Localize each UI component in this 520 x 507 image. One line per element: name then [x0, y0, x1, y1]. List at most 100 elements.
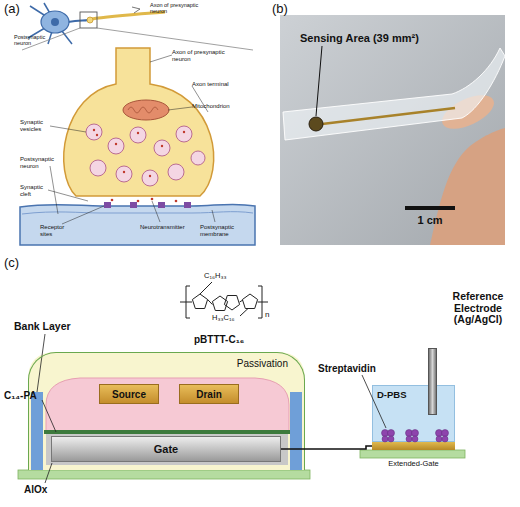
vesicle: [168, 164, 184, 180]
protein-lobe: [412, 430, 419, 437]
protein-lobe: [388, 436, 394, 442]
alox-layer: [46, 434, 288, 465]
vesicle: [130, 127, 146, 143]
extended-gate-pad: Extended-Gate: [372, 442, 455, 450]
gold-trace: [322, 108, 455, 124]
reference-electrode: Reference Electrode (Ag/AgCl): [428, 348, 437, 415]
leader-lines-a: [48, 55, 215, 224]
substrate: [360, 450, 465, 458]
receptor: [184, 202, 191, 208]
dot: [151, 198, 154, 201]
figure-label: Neurotransmitter: [140, 224, 195, 231]
photo-background: [280, 15, 505, 245]
figure-label: C₁₄-PA: [4, 390, 54, 401]
figure-label: Bank Layer: [14, 321, 94, 333]
dot: [123, 171, 125, 173]
side-chain: [240, 309, 248, 317]
mitochondrion: [123, 100, 169, 120]
figure-label: (b): [272, 2, 302, 16]
leader-line: [168, 107, 192, 110]
sensing-area: [309, 117, 323, 131]
figure-label: (a): [4, 2, 34, 16]
dot: [149, 175, 151, 177]
figure-label: Receptor sites: [40, 224, 76, 237]
node-text: Source: [100, 385, 158, 403]
vesicle: [154, 140, 170, 156]
figure-label: Postsynaptic neuron: [20, 156, 54, 169]
postsynaptic-membrane: [22, 212, 253, 214]
node-text: Passivation: [237, 358, 288, 369]
node-text: Extended-Gate: [358, 460, 469, 468]
figure-label: Axon of presynaptic neuron: [172, 49, 232, 62]
figure-label: 1 cm: [400, 214, 460, 226]
thiophene-ring: [192, 294, 207, 309]
postsynaptic-region: [20, 204, 255, 245]
leader-line: [45, 463, 52, 483]
source-electrode: Source: [99, 384, 159, 404]
figure-label: C₁₆H₃₃: [204, 272, 244, 280]
scale-bar: [405, 206, 455, 210]
vesicle: [90, 160, 106, 176]
node-text: D-PBS: [377, 390, 407, 400]
dot: [96, 134, 98, 136]
figure-label: pBTTT-C₁₆: [194, 334, 274, 345]
vesicles: [86, 124, 205, 186]
cell-body: [41, 11, 69, 33]
figure-label: n: [265, 311, 275, 320]
figure-label: Axon of presynaptic neuron: [150, 2, 202, 14]
wire-connector: [281, 446, 372, 449]
bank-layer: [290, 392, 302, 470]
bond: [208, 300, 213, 305]
dot: [111, 199, 114, 202]
zoom-line: [97, 28, 253, 50]
node-text: Reference Electrode (Ag/AgCl): [439, 291, 517, 326]
sam-layer: [44, 430, 290, 434]
figure-label: Synaptic cleft: [20, 184, 50, 197]
bank-layer: [31, 392, 43, 470]
figure-label: Postsynaptic neuron: [14, 34, 52, 46]
dot: [161, 145, 163, 147]
figure-label: Postsynaptic membrane: [200, 224, 252, 237]
receptor: [104, 202, 111, 208]
receptor-sites: [104, 202, 191, 208]
passivation-fill: [28, 352, 305, 470]
cristae: [128, 107, 158, 113]
side-chain: [200, 282, 212, 294]
protein-lobe: [436, 436, 442, 442]
chemical-structure: [180, 282, 268, 318]
axon-bulb: [87, 17, 93, 23]
drain-electrode: Drain: [179, 384, 239, 404]
leader-line: [37, 334, 45, 392]
direction-arrow: [132, 7, 140, 13]
axon-terminal: [64, 48, 214, 196]
dot: [183, 131, 185, 133]
passivation-layer: PassivationSource DrainGate: [28, 352, 305, 470]
gate-electrode: Gate: [51, 436, 281, 462]
dot: [137, 200, 140, 203]
leader-line: [152, 201, 160, 222]
vesicle: [116, 166, 132, 182]
figure-label: Streptavidin: [318, 363, 388, 374]
hand: [430, 128, 505, 245]
figure-label: H₃₃C₁₆: [212, 314, 252, 322]
thieno-ring: [224, 296, 239, 311]
dot: [175, 200, 178, 203]
leader-line: [316, 46, 322, 116]
dot: [137, 132, 139, 134]
vesicle: [176, 126, 192, 142]
protein-lobe: [388, 430, 395, 437]
streptavidin-molecules: [382, 430, 449, 443]
flexible-film: [283, 48, 505, 140]
leader-line: [48, 190, 88, 201]
protein-lobe: [442, 430, 449, 437]
leader-line: [62, 206, 104, 224]
receptor: [158, 202, 165, 208]
bond: [258, 302, 268, 303]
protein-lobe: [442, 436, 448, 442]
protein-lobe: [412, 436, 418, 442]
neurotransmitter-dots: [93, 129, 185, 203]
figure-label: (c): [4, 256, 34, 270]
vesicle: [142, 170, 158, 186]
